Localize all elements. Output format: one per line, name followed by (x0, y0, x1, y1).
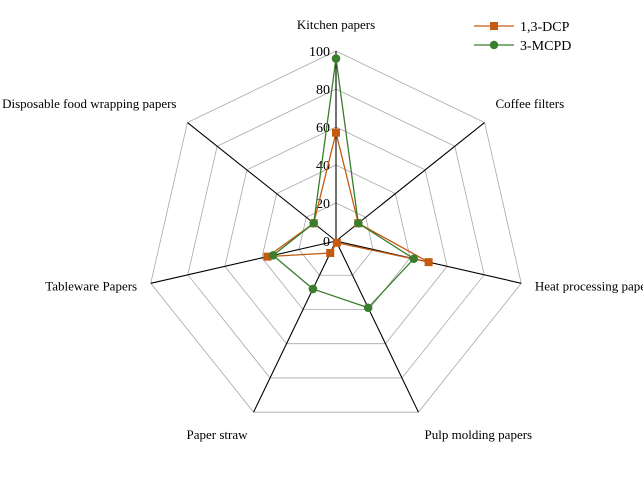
marker-2-3 (363, 303, 373, 313)
marker-1-3 (332, 238, 341, 247)
tick-label-0: 0 (323, 235, 330, 250)
category-label-1: Coffee filters (495, 96, 564, 111)
marker-2-2 (409, 254, 419, 264)
legend: 1,3-DCP 3-MCPD (474, 20, 571, 54)
marker-2-4 (308, 284, 318, 294)
category-label-0: Kitchen papers (297, 17, 375, 32)
marker-2-1 (353, 218, 363, 228)
legend-marker-circle (489, 40, 499, 50)
legend-marker-square (490, 22, 498, 30)
marker-1-0 (332, 128, 340, 137)
grid-ring-80 (187, 88, 485, 379)
legend-label-1: 1,3-DCP (520, 20, 570, 35)
marker-2-0 (331, 54, 341, 63)
category-label-6: Disposable food wrapping papers (2, 96, 176, 111)
marker-1-5 (263, 252, 272, 261)
category-label-5: Tableware Papers (45, 278, 137, 293)
marker-1-2 (424, 258, 433, 267)
grid-ring-20 (298, 202, 374, 276)
grid-ring-100 (150, 50, 522, 413)
marker-1-4 (326, 248, 335, 257)
marker-2-5 (268, 251, 278, 260)
legend-label-2: 3-MCPD (520, 39, 571, 54)
category-label-4: Paper straw (186, 427, 248, 442)
tick-label-80: 80 (316, 83, 330, 98)
legend-item-1: 1,3-DCP (474, 20, 570, 35)
axis-spoke-4 (253, 240, 337, 413)
category-label-3: Pulp molding papers (425, 427, 533, 442)
axis-spoke-3 (335, 240, 419, 413)
marker-2-6 (309, 218, 319, 228)
axis-spoke-5 (150, 240, 337, 284)
category-label-2: Heat processing papers (535, 278, 643, 293)
series-line-2 (271, 58, 415, 309)
data-series (263, 54, 433, 313)
radar-grid (150, 50, 522, 413)
radar-axes (150, 51, 522, 413)
legend-item-2: 3-MCPD (474, 39, 571, 54)
tick-label-100: 100 (309, 45, 330, 60)
grid-ring-60 (224, 126, 448, 345)
grid-ring-40 (261, 164, 411, 310)
